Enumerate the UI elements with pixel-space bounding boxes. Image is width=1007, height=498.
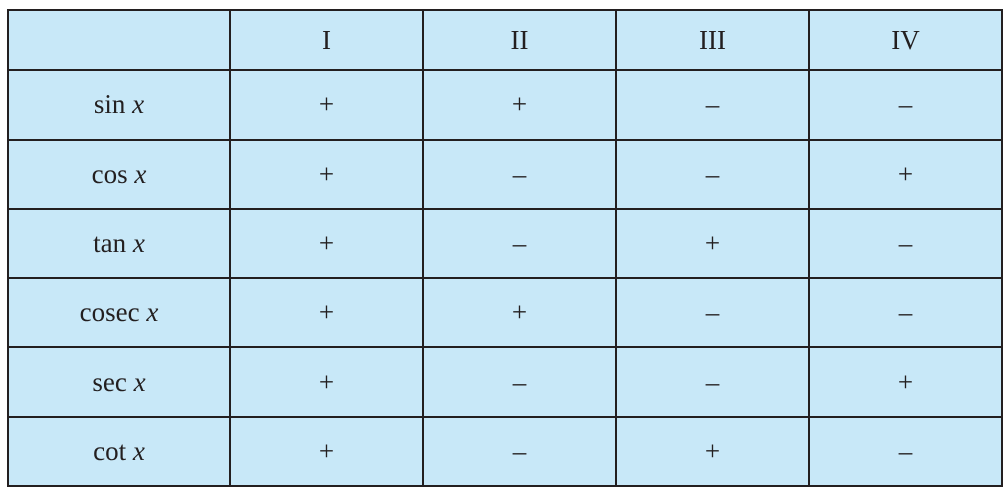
table-row: sin x + + – –	[7, 69, 1003, 141]
header-row: I II III IV	[7, 8, 1003, 72]
function-name: sec	[92, 366, 127, 397]
table-row: cos x + – – +	[7, 138, 1003, 210]
header-quadrant-4: IV	[808, 8, 1003, 72]
table-row: sec x + – – +	[7, 346, 1003, 418]
sign-cell: +	[422, 277, 617, 349]
sign-cell: +	[808, 138, 1003, 210]
function-name: cosec	[79, 297, 140, 328]
function-name: sin	[93, 89, 126, 120]
header-quadrant-3: III	[615, 8, 810, 72]
function-label: tan x	[7, 207, 231, 280]
trig-sign-table: I II III IV sin x + + – – cos x + – – + …	[7, 8, 1003, 488]
sign-cell: +	[615, 415, 810, 488]
function-label: sec x	[7, 346, 231, 418]
function-name: cos	[91, 158, 128, 189]
function-variable: x	[133, 366, 146, 397]
sign-cell: –	[808, 207, 1003, 280]
function-variable: x	[146, 297, 159, 328]
sign-cell: –	[422, 138, 617, 210]
function-label: cosec x	[7, 277, 231, 349]
sign-cell: +	[229, 346, 424, 418]
table-row: cosec x + + – –	[7, 277, 1003, 349]
sign-cell: +	[229, 69, 424, 141]
sign-cell: –	[808, 69, 1003, 141]
sign-cell: +	[422, 69, 617, 141]
sign-cell: +	[615, 207, 810, 280]
corner-cell	[7, 8, 231, 72]
sign-cell: –	[615, 346, 810, 418]
sign-cell: +	[229, 207, 424, 280]
function-variable: x	[132, 227, 145, 258]
table-row: cot x + – + –	[7, 415, 1003, 488]
function-variable: x	[134, 158, 147, 189]
function-label: sin x	[7, 69, 231, 141]
sign-cell: +	[229, 277, 424, 349]
sign-cell: –	[422, 207, 617, 280]
function-label: cot x	[7, 415, 231, 488]
function-name: cot	[93, 435, 127, 466]
sign-cell: –	[808, 415, 1003, 488]
sign-cell: +	[229, 138, 424, 210]
sign-cell: –	[808, 277, 1003, 349]
function-name: tan	[93, 227, 127, 258]
sign-cell: –	[615, 69, 810, 141]
function-variable: x	[132, 435, 145, 466]
sign-cell: +	[808, 346, 1003, 418]
sign-cell: –	[422, 346, 617, 418]
table-row: tan x + – + –	[7, 207, 1003, 280]
sign-cell: +	[229, 415, 424, 488]
header-quadrant-2: II	[422, 8, 617, 72]
sign-cell: –	[615, 138, 810, 210]
sign-cell: –	[422, 415, 617, 488]
sign-cell: –	[615, 277, 810, 349]
header-quadrant-1: I	[229, 8, 424, 72]
function-label: cos x	[7, 138, 231, 210]
function-variable: x	[132, 89, 145, 120]
